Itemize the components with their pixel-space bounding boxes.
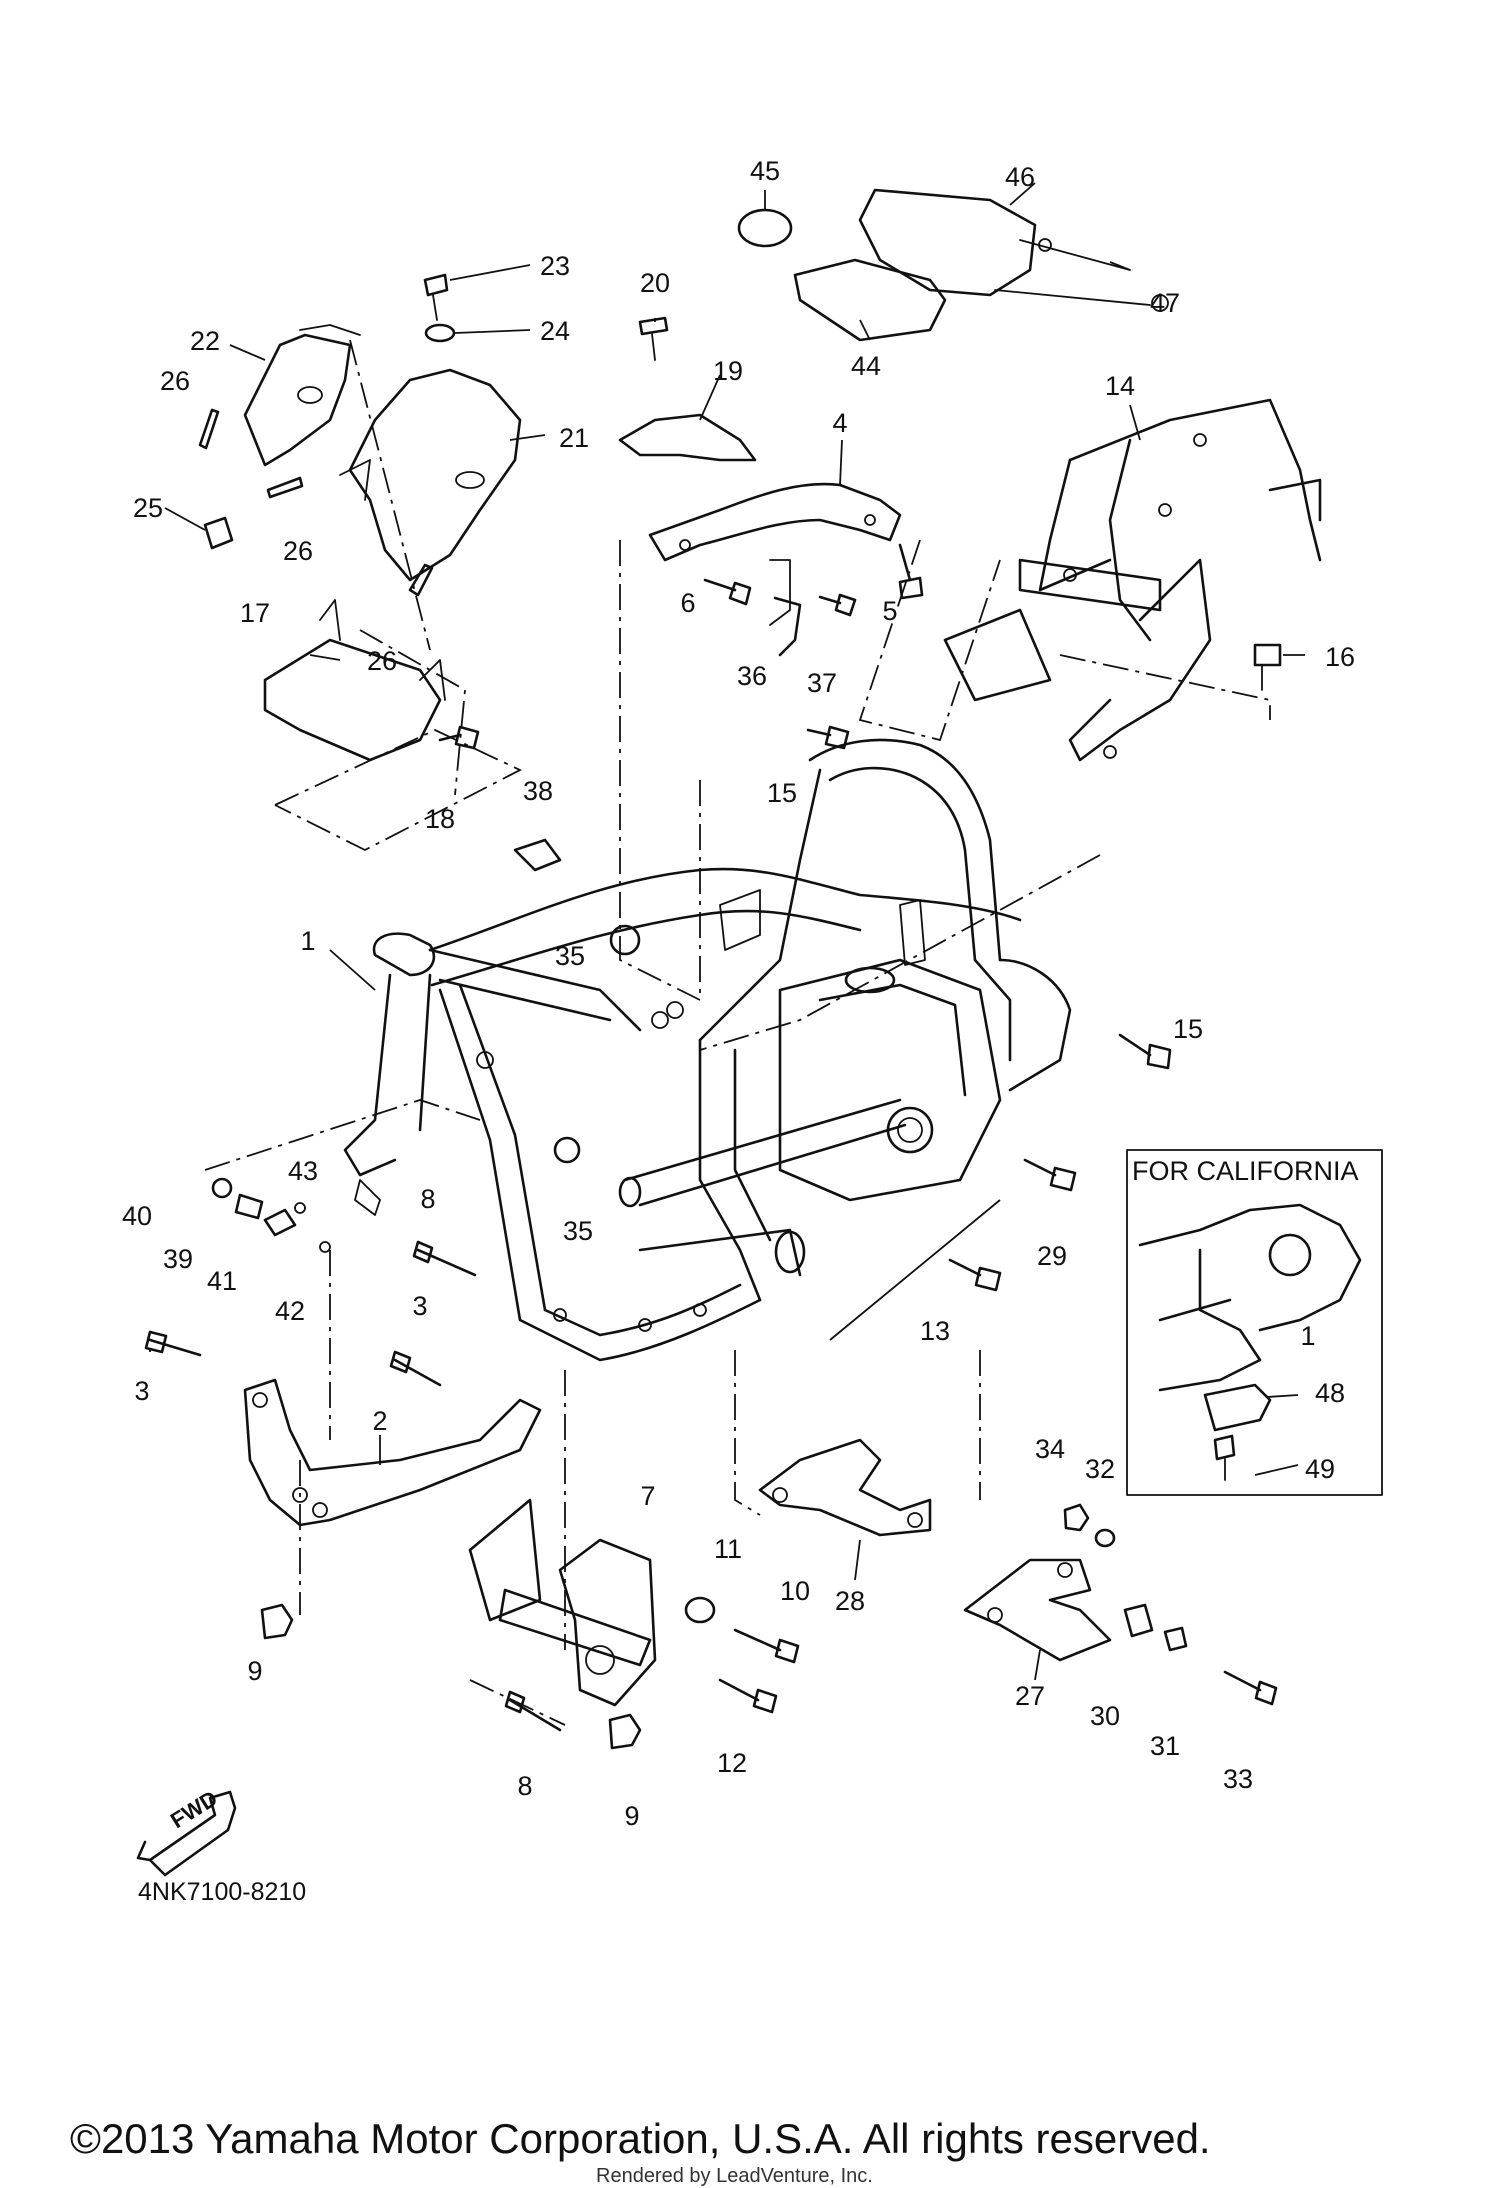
california-box-title: FOR CALIFORNIA	[1132, 1156, 1359, 1186]
callout-38: 38	[523, 776, 553, 806]
callout-15a: 15	[767, 778, 797, 808]
callout-43: 43	[288, 1156, 318, 1186]
callout-22: 22	[190, 326, 220, 356]
california-inset	[1126, 1149, 1383, 1496]
callout-16: 16	[1325, 642, 1355, 672]
side-cover-21	[339, 368, 522, 582]
callout-25: 25	[133, 493, 163, 523]
callout-21: 21	[559, 423, 589, 453]
callout-33: 33	[1223, 1764, 1253, 1794]
callout-1: 1	[300, 926, 315, 956]
callout-32: 32	[1085, 1454, 1115, 1484]
callout-23: 23	[540, 251, 570, 281]
callout-18: 18	[425, 804, 455, 834]
battery-box-17	[263, 599, 446, 762]
callout-26a: 26	[160, 366, 190, 396]
callout-44: 44	[851, 351, 881, 381]
upper-bracket	[648, 482, 902, 626]
callout-labels: 1 2 3 3 4 5 6 7 8 8 9 9 10 11 12 13 14 1…	[122, 156, 1355, 1831]
callout-40: 40	[122, 1201, 152, 1231]
rear-fender-stay	[943, 398, 1322, 762]
callout-37: 37	[807, 668, 837, 698]
fwd-arrow-icon	[136, 1790, 237, 1877]
callout-13: 13	[920, 1316, 950, 1346]
callout-30: 30	[1090, 1701, 1120, 1731]
callout-3b: 3	[412, 1291, 427, 1321]
callout-9b: 9	[624, 1801, 639, 1831]
link-arm-27	[963, 1558, 1112, 1662]
callout-14: 14	[1105, 371, 1135, 401]
callout-49: 49	[1305, 1454, 1335, 1484]
alignment-guides	[204, 339, 1271, 1726]
callout-41: 41	[207, 1266, 237, 1296]
callout-47: 47	[1150, 288, 1180, 318]
callout-29: 29	[1037, 1241, 1067, 1271]
rendered-by-notice: Rendered by LeadVenture, Inc.	[596, 2165, 873, 2187]
callout-45: 45	[750, 156, 780, 186]
callout-6: 6	[680, 588, 695, 618]
callout-31: 31	[1150, 1731, 1180, 1761]
tool-case-parts	[737, 188, 1169, 342]
drawing-code: 4NK7100-8210	[138, 1878, 307, 1906]
callout-3a: 3	[134, 1376, 149, 1406]
callout-28: 28	[835, 1586, 865, 1616]
callout-39: 39	[163, 1244, 193, 1274]
callout-35a: 35	[555, 941, 585, 971]
callout-7: 7	[640, 1481, 655, 1511]
callout-26c: 26	[367, 646, 397, 676]
leader-lines	[149, 182, 1305, 1681]
link-arm-28	[758, 1438, 932, 1537]
callout-42: 42	[275, 1296, 305, 1326]
callout-34: 34	[1035, 1434, 1065, 1464]
copyright-notice: ©2013 Yamaha Motor Corporation, U.S.A. A…	[70, 2115, 1211, 2162]
fasteners	[144, 273, 1282, 1750]
engine-mount-7	[468, 1498, 657, 1707]
callout-11: 11	[714, 1534, 742, 1564]
callout-26b: 26	[283, 536, 313, 566]
callout-36: 36	[737, 661, 767, 691]
callout-46: 46	[1005, 162, 1035, 192]
callout-35b: 35	[563, 1216, 593, 1246]
callout-8b: 8	[517, 1771, 532, 1801]
bracket-19	[618, 413, 757, 462]
callout-15b: 15	[1173, 1014, 1203, 1044]
callout-9a: 9	[247, 1656, 262, 1686]
callout-20: 20	[640, 268, 670, 298]
side-cover-22	[243, 324, 361, 467]
callout-1-california: 1	[1300, 1321, 1315, 1351]
callout-19: 19	[713, 356, 743, 386]
main-frame	[343, 738, 1072, 1362]
callout-12: 12	[717, 1748, 747, 1778]
callout-24: 24	[540, 316, 570, 346]
callout-48: 48	[1315, 1378, 1345, 1408]
callout-4: 4	[832, 408, 847, 438]
callout-27: 27	[1015, 1681, 1045, 1711]
footrest-bracket-2	[243, 1378, 542, 1527]
callout-2: 2	[372, 1406, 387, 1436]
callout-10: 10	[780, 1576, 810, 1606]
callout-8a: 8	[420, 1184, 435, 1214]
callout-17: 17	[240, 598, 270, 628]
callout-5: 5	[882, 596, 897, 626]
